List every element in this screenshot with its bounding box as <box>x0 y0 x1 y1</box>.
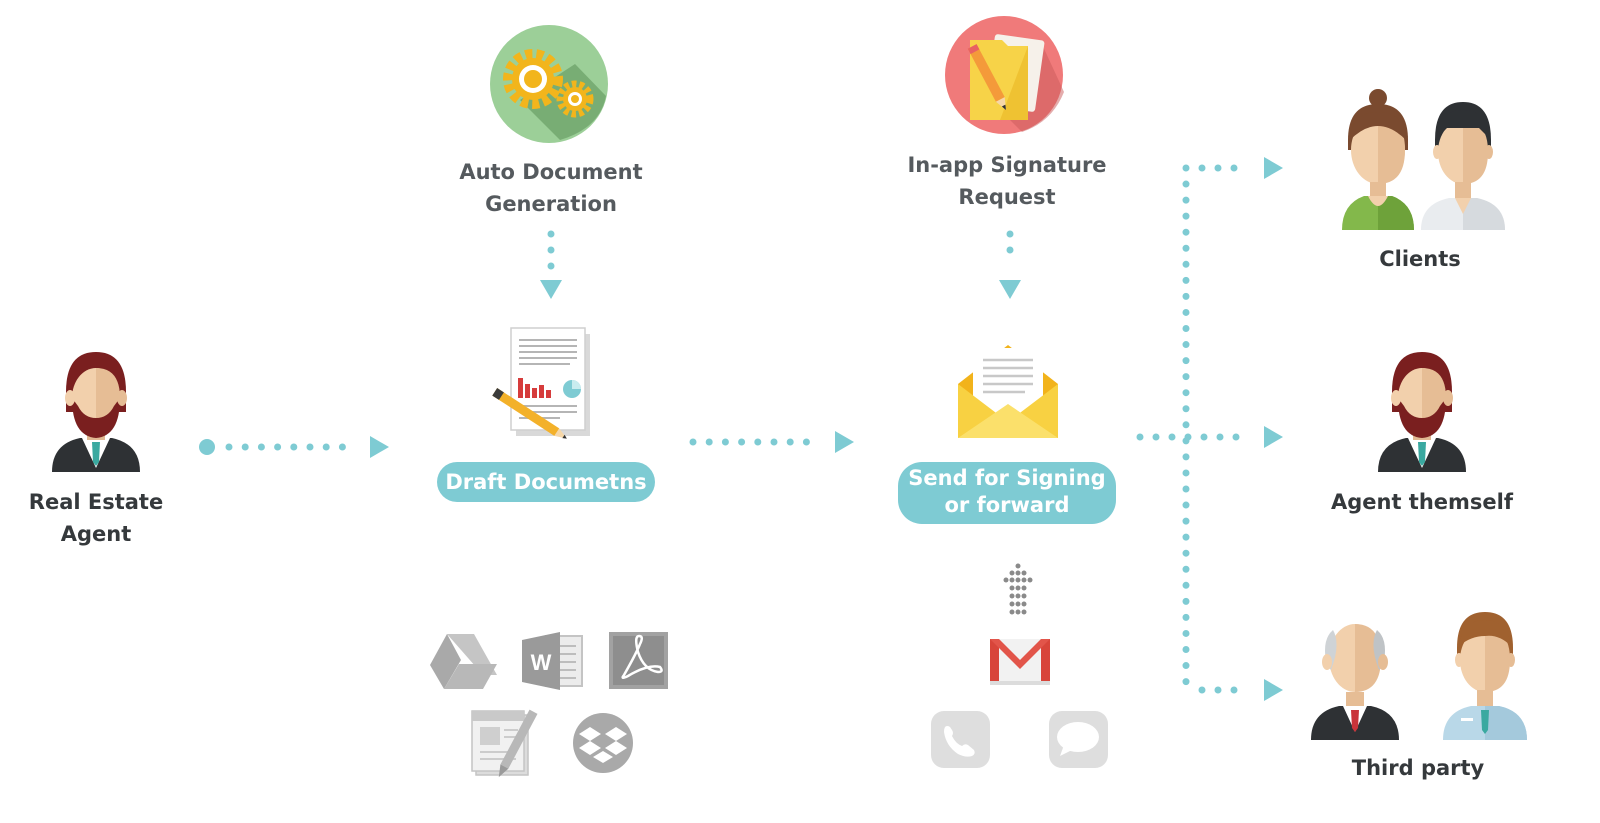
agent-label: Real Estate Agent <box>28 490 164 546</box>
pages-icon <box>471 709 538 778</box>
arrowhead-right <box>370 436 389 458</box>
clients-label: Clients <box>1379 247 1461 271</box>
arrowhead-right <box>1264 426 1283 448</box>
gears-icon <box>490 25 608 143</box>
agent-avatar-icon <box>52 352 140 472</box>
draft-documents-pill: Draft Documetns <box>437 462 655 502</box>
word-icon: W <box>522 632 583 690</box>
third-party-old-man-icon <box>1311 624 1399 740</box>
signature-request-label: In-app Signature Request <box>907 153 1107 209</box>
arrowhead-right <box>1264 157 1283 179</box>
phone-icon <box>931 711 990 768</box>
auto-doc-label: Auto Document Generation <box>459 160 643 216</box>
gmail-icon <box>990 639 1050 685</box>
third-party-label: Third party <box>1351 756 1485 780</box>
arrowhead-right <box>1264 679 1283 701</box>
svg-text:W: W <box>531 650 552 675</box>
client-man-icon <box>1421 102 1505 230</box>
third-party-man-icon <box>1443 612 1527 740</box>
envelope-icon <box>958 345 1058 438</box>
send-signing-pill: Send for Signing or forward <box>898 462 1116 524</box>
google-drive-icon <box>430 634 497 689</box>
folder-pencil-icon <box>945 16 1064 134</box>
client-woman-icon <box>1342 89 1414 230</box>
draft-document-icon <box>492 327 590 439</box>
start-dot <box>199 439 215 455</box>
arrowhead-right <box>835 431 854 453</box>
gray-arrow-up <box>1003 563 1033 615</box>
arrowhead-down <box>540 280 562 299</box>
agent-themself-icon <box>1378 352 1466 472</box>
agent-themself-label: Agent themself <box>1330 490 1514 514</box>
message-icon <box>1049 711 1108 768</box>
dropbox-icon <box>573 713 633 773</box>
pdf-icon <box>609 632 668 689</box>
arrowhead-down <box>999 280 1021 299</box>
